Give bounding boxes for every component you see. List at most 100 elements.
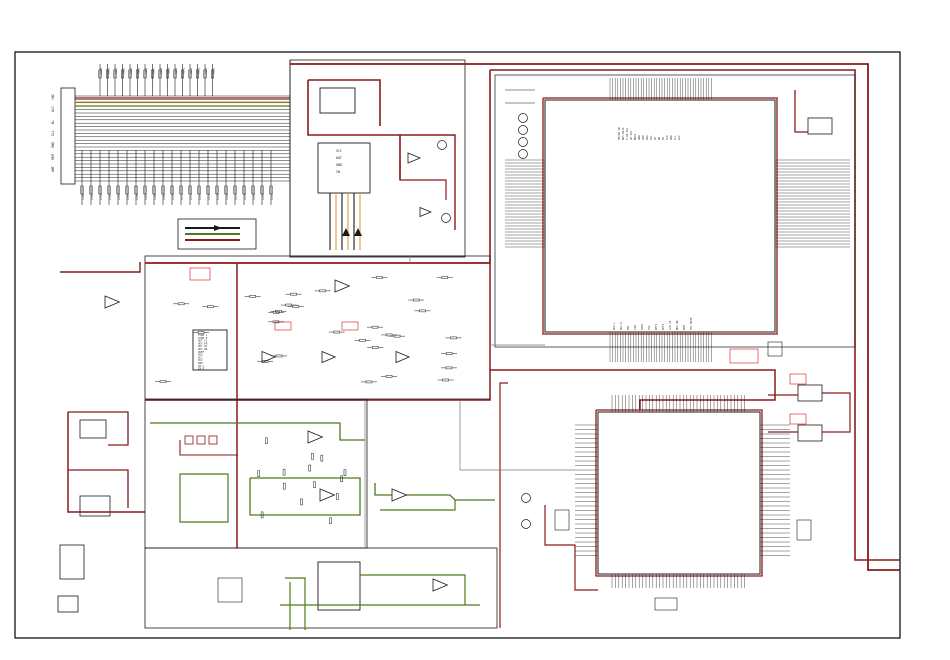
component-label: R112 — [189, 67, 193, 74]
resistor-icon — [128, 69, 132, 79]
power-rail — [399, 160, 447, 200]
audio-processor-ic-icon — [192, 329, 228, 371]
capacitor-icon — [208, 435, 218, 445]
arrow-icon — [342, 228, 350, 236]
resistor-icon — [313, 481, 316, 488]
power-rail — [544, 505, 598, 591]
ic-pin-label: OUT RR — [198, 347, 208, 351]
component-label: C215 — [216, 193, 220, 200]
ic-pin-label: VCC — [336, 149, 342, 153]
jumper-icon — [554, 509, 570, 531]
power-rail — [499, 382, 508, 628]
mcu-pin-label: TEL MUTE — [689, 317, 693, 330]
bottom-ic-icon — [317, 561, 361, 611]
signal-trace — [374, 483, 495, 501]
resistor-icon — [136, 69, 139, 79]
capacitor-icon — [184, 435, 194, 445]
resistor-icon — [343, 469, 347, 476]
resistor-icon — [445, 366, 453, 370]
resistor-icon — [419, 309, 426, 313]
component-label: R109 — [167, 67, 171, 74]
callout-box-icon — [341, 321, 359, 331]
bridge-rectifier-icon — [217, 577, 243, 603]
ic-pin-label: IN L — [198, 364, 205, 368]
mcu-pin-label: LCD CE — [668, 320, 672, 330]
ic-pin-label: TONE R — [198, 336, 208, 340]
resistor-icon — [285, 303, 292, 307]
opamp-u2-icon — [334, 279, 351, 293]
resistor-icon — [207, 305, 214, 308]
component-label: R111 — [182, 67, 186, 74]
resistor-icon — [196, 69, 199, 79]
resistor-icon — [257, 470, 261, 477]
component-label: R103 — [122, 67, 126, 74]
connector-pin-label: ACC — [51, 106, 55, 112]
opamp-u1-icon — [104, 295, 121, 309]
mcu-pin-label: CLK — [665, 135, 669, 140]
mcu-pin-label: DO — [657, 136, 661, 140]
transistor-q3-icon — [521, 493, 531, 503]
dsp-power-ring — [595, 409, 763, 577]
component-label: C202 — [99, 193, 103, 200]
resistor-icon — [179, 185, 183, 195]
mcu-pin-label: XOUT — [640, 323, 644, 330]
resistor-icon — [275, 354, 283, 358]
signal-trace — [285, 577, 306, 630]
resistor-icon — [107, 185, 111, 195]
connector-pin-label: GND — [51, 142, 55, 148]
opamp-u9-icon — [432, 578, 449, 592]
component-label: R107 — [152, 67, 156, 74]
resistor-icon — [365, 380, 373, 384]
resistor-icon — [282, 468, 286, 476]
resistor-icon — [283, 482, 286, 490]
mcu-pin-label: FM/AM IN — [617, 127, 621, 140]
main-mcu-ic-icon — [544, 99, 776, 333]
resistor-icon — [371, 346, 379, 349]
resistor-icon — [249, 295, 256, 298]
wire — [289, 60, 465, 257]
component-label: C213 — [198, 193, 202, 200]
resistor-icon — [269, 185, 273, 195]
main-power-rail — [490, 69, 900, 561]
resistor-icon — [333, 330, 341, 334]
resistor-icon — [359, 339, 366, 342]
resistor-icon — [158, 69, 162, 79]
ic-pin-label: SDA — [198, 353, 203, 357]
resistor-icon — [206, 185, 210, 195]
ic-pin-label: VREF — [198, 350, 205, 354]
component-label: C201 — [90, 193, 94, 200]
power-rail — [60, 262, 141, 273]
power-rail — [822, 392, 851, 433]
ic-pin-label: OUT FR — [198, 341, 208, 345]
opamp-u4-icon — [321, 350, 337, 364]
opamp-u3-icon — [261, 350, 277, 364]
ic-pin-label: IN — [336, 170, 340, 174]
mcu-power-ring — [542, 97, 778, 335]
power-rail — [67, 412, 145, 513]
resistor-icon — [329, 517, 332, 525]
resistor-icon — [203, 69, 207, 79]
component-label: R106 — [144, 67, 148, 74]
component-label: C218 — [243, 193, 247, 200]
resistor-icon — [412, 298, 420, 302]
ic-pin-label: OUT — [336, 156, 342, 160]
resistor-icon — [188, 69, 192, 79]
resistor-icon — [152, 185, 156, 195]
mcu-pin-label: REM — [682, 325, 686, 330]
connector-pin-label: CN1 — [51, 94, 55, 100]
resistor-icon — [340, 475, 343, 483]
resistor-icon — [106, 69, 109, 79]
comparator-icon — [407, 152, 422, 164]
callout-box-icon — [789, 373, 807, 385]
regulator-ic-icon — [79, 419, 107, 439]
power-rail — [400, 134, 456, 230]
power-rail — [68, 411, 129, 446]
mcu-pin-label: KEY2 — [661, 323, 665, 330]
amplifier-ic-icon — [179, 473, 229, 523]
capacitor-icon — [196, 435, 206, 445]
resistor-icon — [251, 185, 255, 195]
resistor-icon — [159, 380, 167, 383]
resistor-icon — [177, 302, 185, 306]
resistor-icon — [385, 375, 393, 378]
